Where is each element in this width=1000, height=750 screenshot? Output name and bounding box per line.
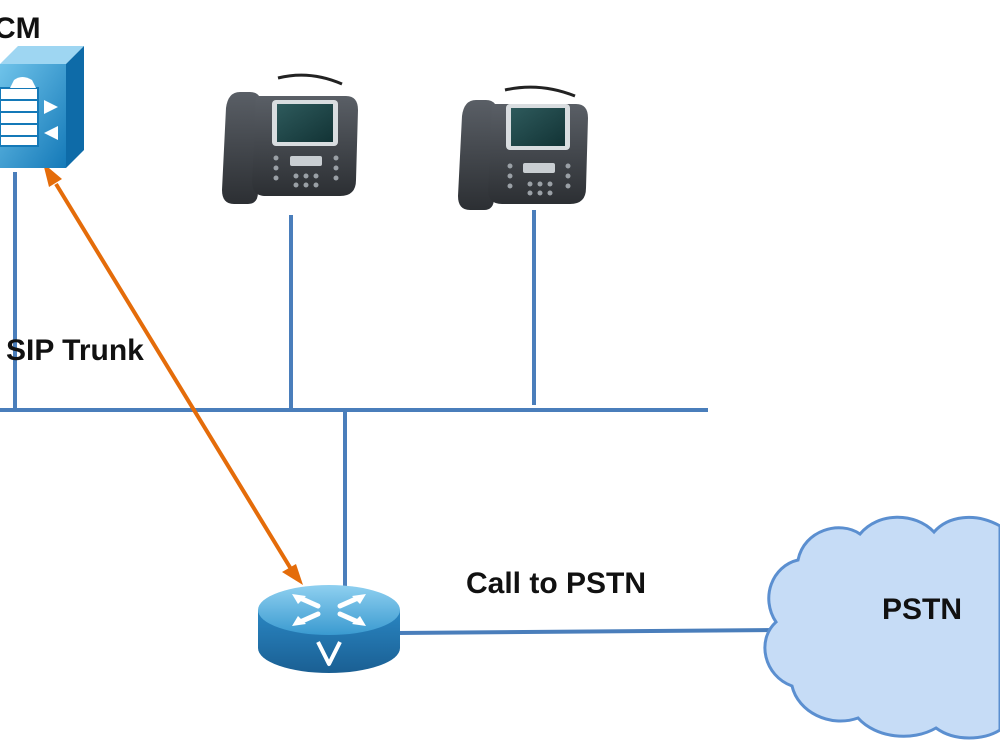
pstn-link-line (397, 628, 776, 635)
call-manager-server-icon[interactable] (0, 46, 84, 168)
cucm-label: CM (0, 12, 41, 45)
call-to-pstn-label: Call to PSTN (466, 567, 646, 600)
ip-phone-icon[interactable] (458, 85, 588, 210)
pstn-cloud-icon[interactable] (763, 515, 1000, 740)
lan-links (0, 172, 776, 635)
ip-phone-icon[interactable] (222, 73, 358, 204)
sip-trunk-arrow (43, 163, 303, 585)
pstn-cloud-label: PSTN (882, 593, 962, 626)
sip-trunk-label: SIP Trunk (6, 334, 144, 367)
voice-router-icon[interactable] (258, 585, 400, 673)
